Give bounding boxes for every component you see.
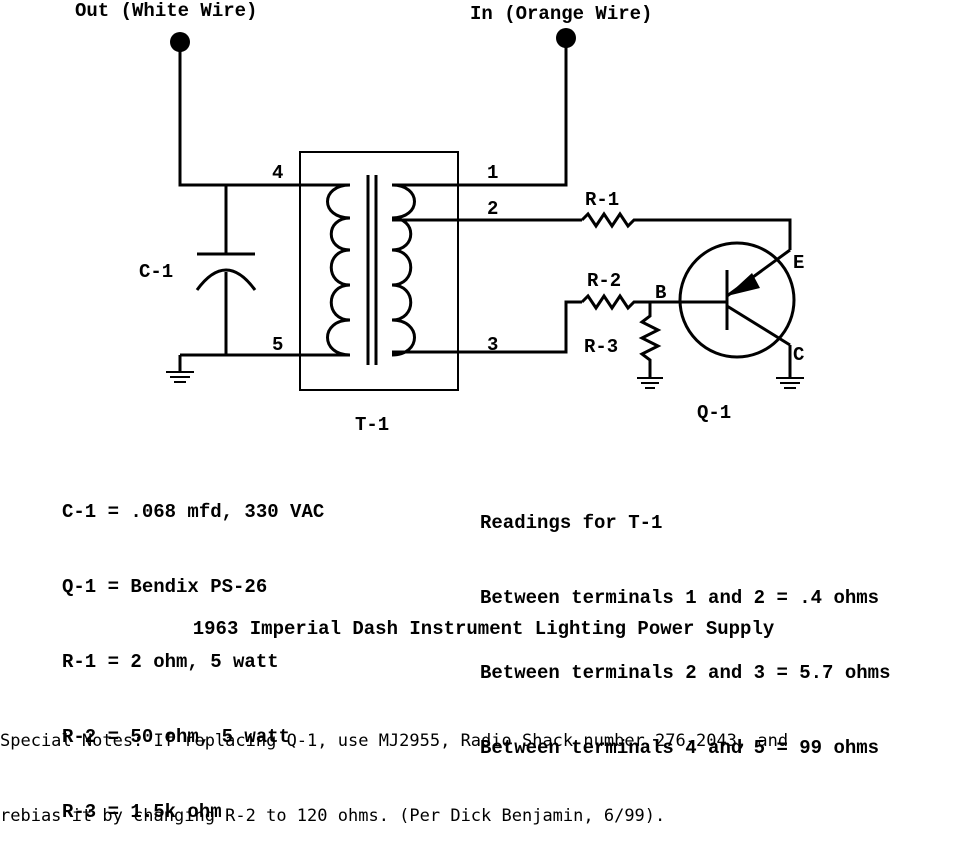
- left-wiring: [178, 42, 350, 372]
- q1-label: Q-1: [697, 402, 731, 424]
- resistor-r1: [580, 211, 792, 250]
- secondary-coil: [391, 183, 416, 357]
- readings-heading: Readings for T-1: [480, 512, 663, 534]
- base-pin-label: B: [655, 282, 666, 304]
- in-wire-label: In (Orange Wire): [470, 3, 652, 25]
- t1-label: T-1: [355, 414, 389, 436]
- terminal-2-label: 2: [487, 198, 498, 220]
- schematic-diagram: Out (White Wire) In (Orange Wire): [75, 0, 804, 436]
- spec-line: R-1 = 2 ohm, 5 watt: [62, 651, 279, 673]
- reading-line: Between terminals 2 and 3 = 5.7 ohms: [480, 662, 891, 684]
- ground-symbol-left: [166, 371, 194, 383]
- terminal-5-label: 5: [272, 334, 283, 356]
- resistor-r3: [638, 302, 662, 378]
- resistor-r2: [580, 293, 727, 311]
- ground-symbol-collector: [776, 377, 804, 389]
- collector-pin-label: C: [793, 344, 804, 366]
- terminal-1-label: 1: [487, 162, 498, 184]
- transformer-box: [299, 151, 459, 391]
- ground-symbol-r3: [637, 377, 663, 389]
- primary-coil: [326, 183, 351, 357]
- terminal-3-label: 3: [487, 334, 498, 356]
- c1-label: C-1: [139, 261, 173, 283]
- reading-line: Between terminals 1 and 2 = .4 ohms: [480, 587, 880, 609]
- right-wiring: [392, 38, 582, 354]
- r1-label: R-1: [585, 189, 619, 211]
- spec-line: C-1 = .068 mfd, 330 VAC: [62, 501, 325, 523]
- out-wire-label: Out (White Wire): [75, 0, 257, 22]
- spec-line: Q-1 = Bendix PS-26: [62, 576, 268, 598]
- terminal-4-label: 4: [272, 162, 283, 184]
- diagram-caption: 1963 Imperial Dash Instrument Lighting P…: [192, 618, 775, 640]
- note-line: Special Notes: If replacing Q-1, use MJ2…: [0, 731, 789, 751]
- r2-label: R-2: [587, 270, 621, 292]
- emitter-pin-label: E: [793, 252, 804, 274]
- transistor-q1: [678, 241, 796, 378]
- note-line: rebias it by changing R-2 to 120 ohms. (…: [0, 806, 666, 826]
- r3-label: R-3: [584, 336, 618, 358]
- special-notes: Special Notes: If replacing Q-1, use MJ2…: [0, 679, 788, 854]
